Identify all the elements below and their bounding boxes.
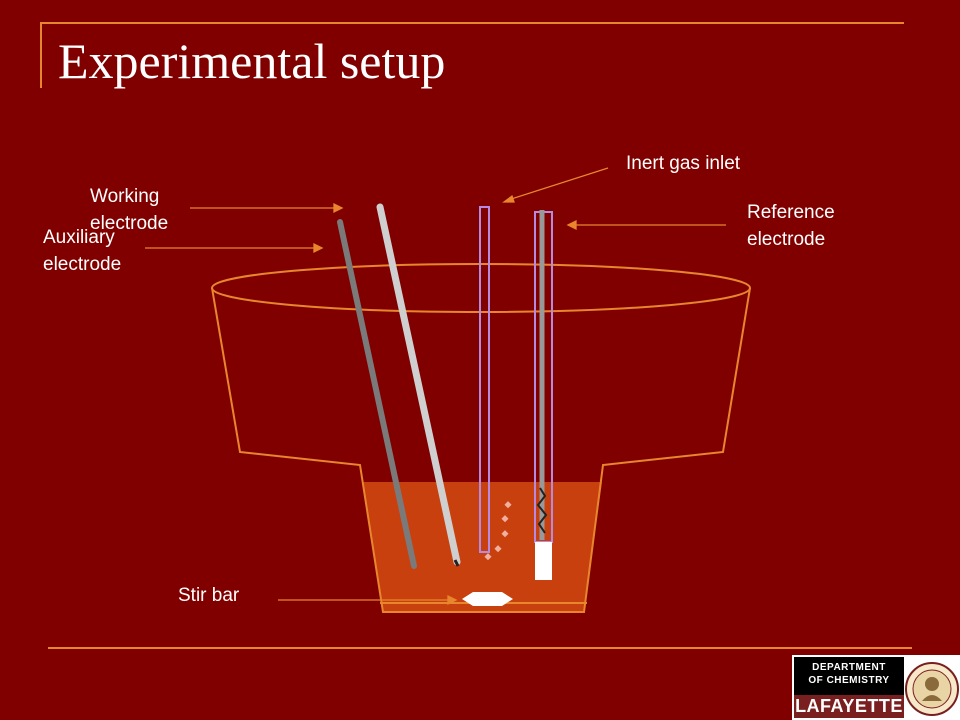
frame-top-line xyxy=(40,22,904,24)
label-reference-electrode: Reference electrode xyxy=(747,199,835,253)
logo-name: LAFAYETTE xyxy=(794,695,904,718)
auxiliary-electrode-rod xyxy=(337,219,417,569)
working-electrode-rod xyxy=(376,203,461,566)
inert-gas-tube xyxy=(479,206,490,553)
college-seal-icon xyxy=(905,662,959,716)
logo-dept-line1: DEPARTMENT xyxy=(812,662,886,673)
frame-left-line xyxy=(40,22,42,88)
frame-bottom-line xyxy=(48,647,912,649)
label-auxiliary-line2: electrode xyxy=(43,254,122,275)
label-stir-bar: Stir bar xyxy=(178,585,240,606)
reference-electrode xyxy=(534,210,553,580)
slide-title: Experimental setup xyxy=(58,33,446,89)
label-auxiliary-electrode: Auxiliary electrode xyxy=(43,224,121,278)
logo-dept-line2: OF CHEMISTRY xyxy=(808,675,890,686)
label-working-line2: electrode xyxy=(90,213,169,234)
label-reference-line2: electrode xyxy=(747,229,826,250)
department-logo: DEPARTMENT OF CHEMISTRY LAFAYETTE xyxy=(792,655,960,720)
logo-department-text: DEPARTMENT OF CHEMISTRY xyxy=(794,657,904,695)
label-inert-gas-inlet: Inert gas inlet xyxy=(626,153,741,174)
label-reference-line1: Reference xyxy=(747,202,835,223)
label-auxiliary-line1: Auxiliary xyxy=(43,227,115,248)
leader-lines xyxy=(145,167,726,606)
label-working-electrode: Working electrode xyxy=(90,183,168,237)
label-working-line1: Working xyxy=(90,186,160,207)
stir-bar xyxy=(462,592,513,606)
gas-bubbles xyxy=(484,501,512,561)
